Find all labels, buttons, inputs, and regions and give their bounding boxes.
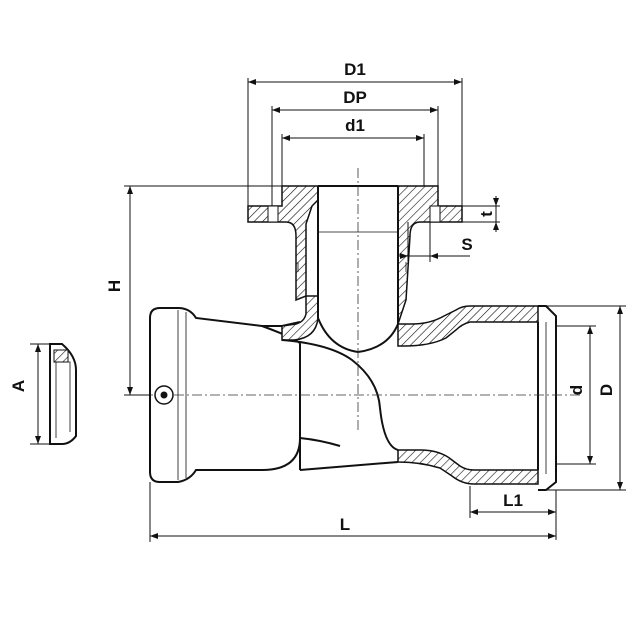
label-D1: D1 <box>344 60 366 79</box>
dimensions <box>124 78 626 542</box>
body-wall-upper-right <box>397 305 539 347</box>
right-socket-outline <box>538 305 557 491</box>
side-screw <box>154 385 174 405</box>
label-L: L <box>340 515 350 534</box>
branch-wall-left <box>247 185 319 302</box>
label-d: d <box>567 385 586 395</box>
tee-body <box>149 295 557 491</box>
centerlines <box>138 168 580 430</box>
label-L1: L1 <box>503 491 523 510</box>
left-socket-outline <box>149 307 301 483</box>
cutaway-curve <box>281 339 399 451</box>
dimension-labels: D1 DP d1 t S H A d D L1 L <box>9 60 616 534</box>
label-DP: DP <box>343 88 367 107</box>
branch-wall-right <box>397 185 463 325</box>
label-D: D <box>597 384 616 396</box>
body-wall-lower-right <box>397 449 539 485</box>
label-H: H <box>105 280 124 292</box>
label-d1: d1 <box>345 116 365 135</box>
label-A: A <box>9 380 28 392</box>
label-t: t <box>477 211 496 217</box>
label-S: S <box>461 235 472 254</box>
gasket-detail <box>30 343 77 445</box>
body-wall-upper-left <box>281 295 319 341</box>
